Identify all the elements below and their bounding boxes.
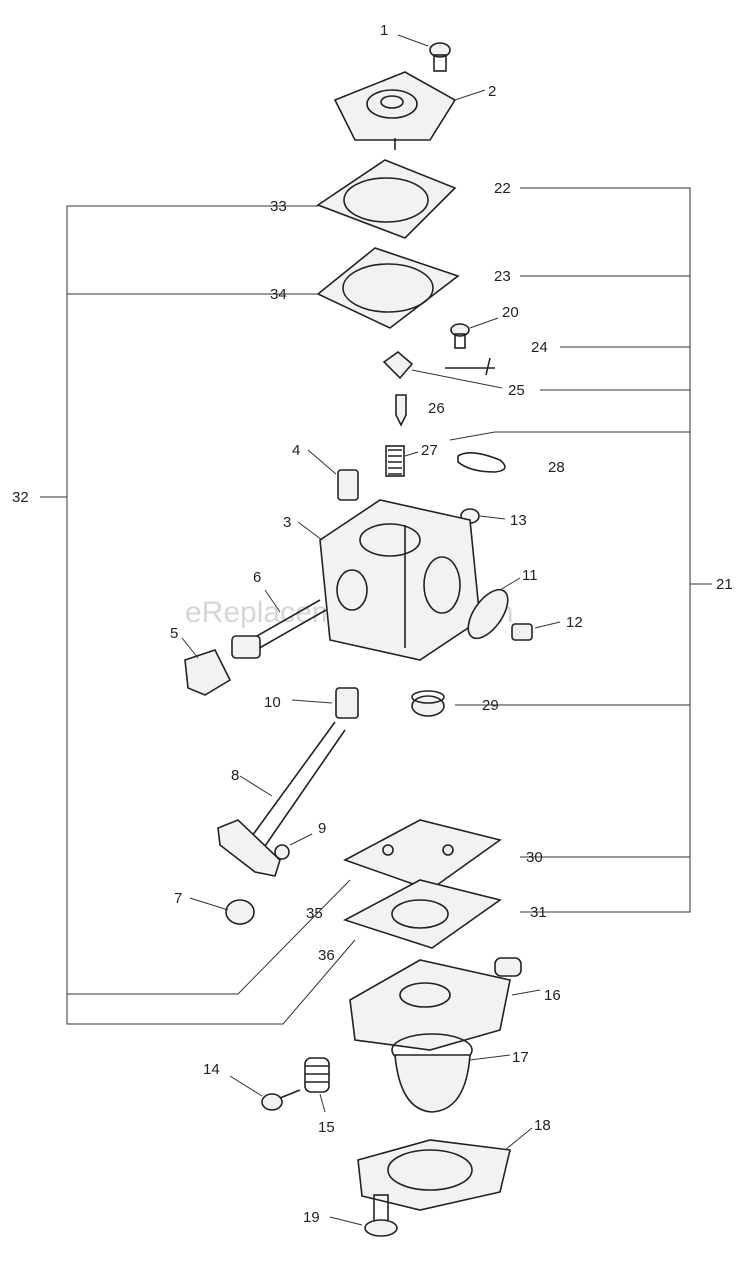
- part-7-knob: [189, 897, 255, 925]
- part-17-primer-bulb: [391, 1033, 511, 1113]
- part-30-gasket: [343, 819, 502, 891]
- callout-4: 4: [292, 442, 300, 459]
- part-3-carburetor-body: [297, 499, 481, 661]
- callout-32: 32: [12, 489, 29, 506]
- part-8-choke-shaft: [217, 721, 346, 877]
- part-31-metering-diaphragm: [342, 879, 502, 949]
- part-6-throttle-shaft: [249, 589, 327, 651]
- callout-11: 11: [522, 567, 538, 584]
- part-29-cap: [411, 690, 445, 717]
- part-25-lever: [382, 350, 503, 389]
- part-22-diaphragm: [316, 159, 457, 239]
- callout-10: 10: [264, 694, 281, 711]
- callout-20: 20: [502, 304, 519, 321]
- callout-12: 12: [566, 614, 583, 631]
- callout-33: 33: [270, 198, 287, 215]
- part-19-screw: [329, 1194, 398, 1237]
- part-11-gasket: [467, 577, 521, 640]
- part-28-screen: [457, 452, 506, 473]
- part-15-spring: [304, 1057, 330, 1113]
- callout-26: 26: [428, 400, 445, 417]
- callout-14: 14: [203, 1061, 220, 1078]
- part-23-gasket: [316, 247, 460, 329]
- part-14-screw: [229, 1075, 301, 1111]
- callout-30: 30: [526, 849, 543, 866]
- bracket-32: [40, 205, 356, 1025]
- part-16-pump-body: [349, 957, 541, 1051]
- part-12-screw: [511, 621, 561, 641]
- callout-19: 19: [303, 1209, 320, 1226]
- callout-28: 28: [548, 459, 565, 476]
- part-10-nozzle: [291, 687, 359, 719]
- callout-2: 2: [488, 83, 496, 100]
- callout-8: 8: [231, 767, 239, 784]
- callout-16: 16: [544, 987, 561, 1004]
- callout-29: 29: [482, 697, 499, 714]
- callout-13: 13: [510, 512, 527, 529]
- callout-17: 17: [512, 1049, 529, 1066]
- part-18-retainer-plate: [357, 1127, 533, 1211]
- callout-23: 23: [494, 268, 511, 285]
- part-1-screw: [397, 34, 451, 72]
- callout-22: 22: [494, 180, 511, 197]
- part-4-plug: [307, 449, 359, 501]
- part-27-spring: [385, 445, 419, 477]
- callout-34: 34: [270, 286, 287, 303]
- callout-36: 36: [318, 947, 335, 964]
- part-9-clip: [274, 833, 313, 860]
- part-26-inlet-needle: [395, 394, 407, 427]
- callout-35: 35: [306, 905, 323, 922]
- callout-6: 6: [253, 569, 261, 586]
- callout-3: 3: [283, 514, 291, 531]
- callout-24: 24: [531, 339, 548, 356]
- callout-18: 18: [534, 1117, 551, 1134]
- callouts: 1 2 3 4 5 6 7 8 9 10 11 12 13 14 15 16 1…: [12, 22, 733, 1226]
- part-24-pin: [445, 357, 495, 376]
- callout-1: 1: [380, 22, 388, 39]
- callout-27: 27: [421, 442, 438, 459]
- callout-31: 31: [530, 904, 547, 921]
- part-5-throttle-lever: [181, 635, 261, 696]
- callout-25: 25: [508, 382, 525, 399]
- callout-9: 9: [318, 820, 326, 837]
- part-20-screw: [450, 317, 499, 349]
- callout-15: 15: [318, 1119, 335, 1136]
- callout-5: 5: [170, 625, 178, 642]
- bracket-21: [449, 187, 712, 913]
- callout-7: 7: [174, 890, 182, 907]
- callout-21: 21: [716, 576, 733, 593]
- part-2-pump-cover: [333, 71, 486, 150]
